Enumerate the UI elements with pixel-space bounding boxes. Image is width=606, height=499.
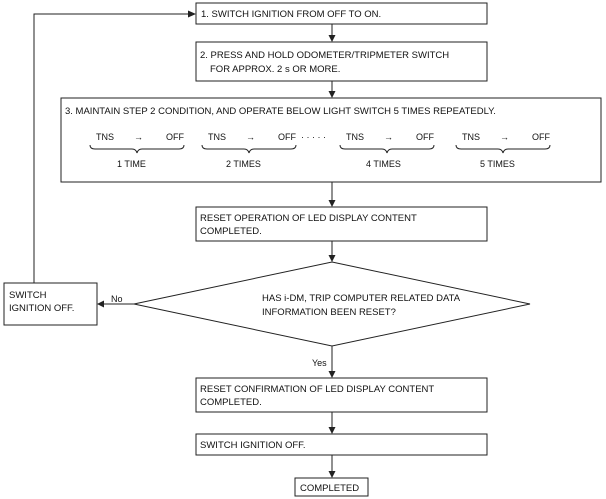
switch-off-box [195,433,488,456]
seq1-arrow: → [134,132,143,142]
arrowhead-confirm-off [328,427,336,434]
switch-off-text: SWITCH IGNITION OFF. [200,440,306,451]
decision-diamond [133,261,531,347]
switch-off-left-line2: IGNITION OFF. [9,303,74,314]
seq5-brace [455,144,551,154]
arrowhead-1-2 [328,35,336,42]
arrowhead-2-3 [328,91,336,98]
reset-operation-box [195,206,488,242]
step2-line1: 2. PRESS AND HOLD ODOMETER/TRIPMETER SWI… [200,50,449,61]
seq1-brace [89,144,185,154]
completed-box [294,477,369,497]
seq2-brace [201,144,297,154]
seq4-brace [339,144,435,154]
step2-box [195,41,488,82]
yes-label: Yes [312,358,327,368]
switch-off-left-box [3,282,98,326]
seq5-off: OFF [532,132,550,142]
switch-off-left-line1: SWITCH [9,290,47,301]
step1-text: 1. SWITCH IGNITION FROM OFF TO ON. [201,9,381,20]
step2-line2: FOR APPROX. 2 s OR MORE. [210,64,340,75]
decision-line2: INFORMATION BEEN RESET? [262,307,396,318]
reset-confirmation-line2: COMPLETED. [200,397,262,408]
seq-ellipsis: · · · · · [301,132,326,142]
arrowhead-3-4 [328,200,336,207]
no-branch-arrowhead [97,300,104,308]
reset-confirmation-box [195,377,488,413]
loop-back-arrowhead [188,10,196,18]
step3-box [60,97,602,183]
yes-branch-arrowhead [328,371,336,378]
reset-confirmation-line1: RESET CONFIRMATION OF LED DISPLAY CONTEN… [200,384,434,395]
reset-operation-line1: RESET OPERATION OF LED DISPLAY CONTENT [200,213,417,224]
reset-operation-line2: COMPLETED. [200,226,262,237]
no-label: No [111,294,123,304]
seq2-tns: TNS [208,132,226,142]
seq4-off: OFF [416,132,434,142]
seq2-label: 2 TIMES [226,159,261,169]
arrowhead-4-decision [328,255,336,262]
seq4-tns: TNS [346,132,364,142]
completed-text: COMPLETED [300,483,359,494]
seq4-label: 4 TIMES [366,159,401,169]
seq2-arrow: → [246,132,255,142]
arrowhead-off-completed [328,471,336,478]
seq5-tns: TNS [462,132,480,142]
step1-box [195,2,488,25]
seq1-tns: TNS [96,132,114,142]
seq5-arrow: → [500,132,509,142]
seq5-label: 5 TIMES [480,159,515,169]
decision-line1: HAS i-DM, TRIP COMPUTER RELATED DATA [262,293,461,304]
step3-title: 3. MAINTAIN STEP 2 CONDITION, AND OPERAT… [65,106,496,117]
seq4-arrow: → [384,132,393,142]
seq1-label: 1 TIME [117,159,146,169]
seq1-off: OFF [166,132,184,142]
loop-back-line [33,13,190,283]
seq2-off: OFF [278,132,296,142]
